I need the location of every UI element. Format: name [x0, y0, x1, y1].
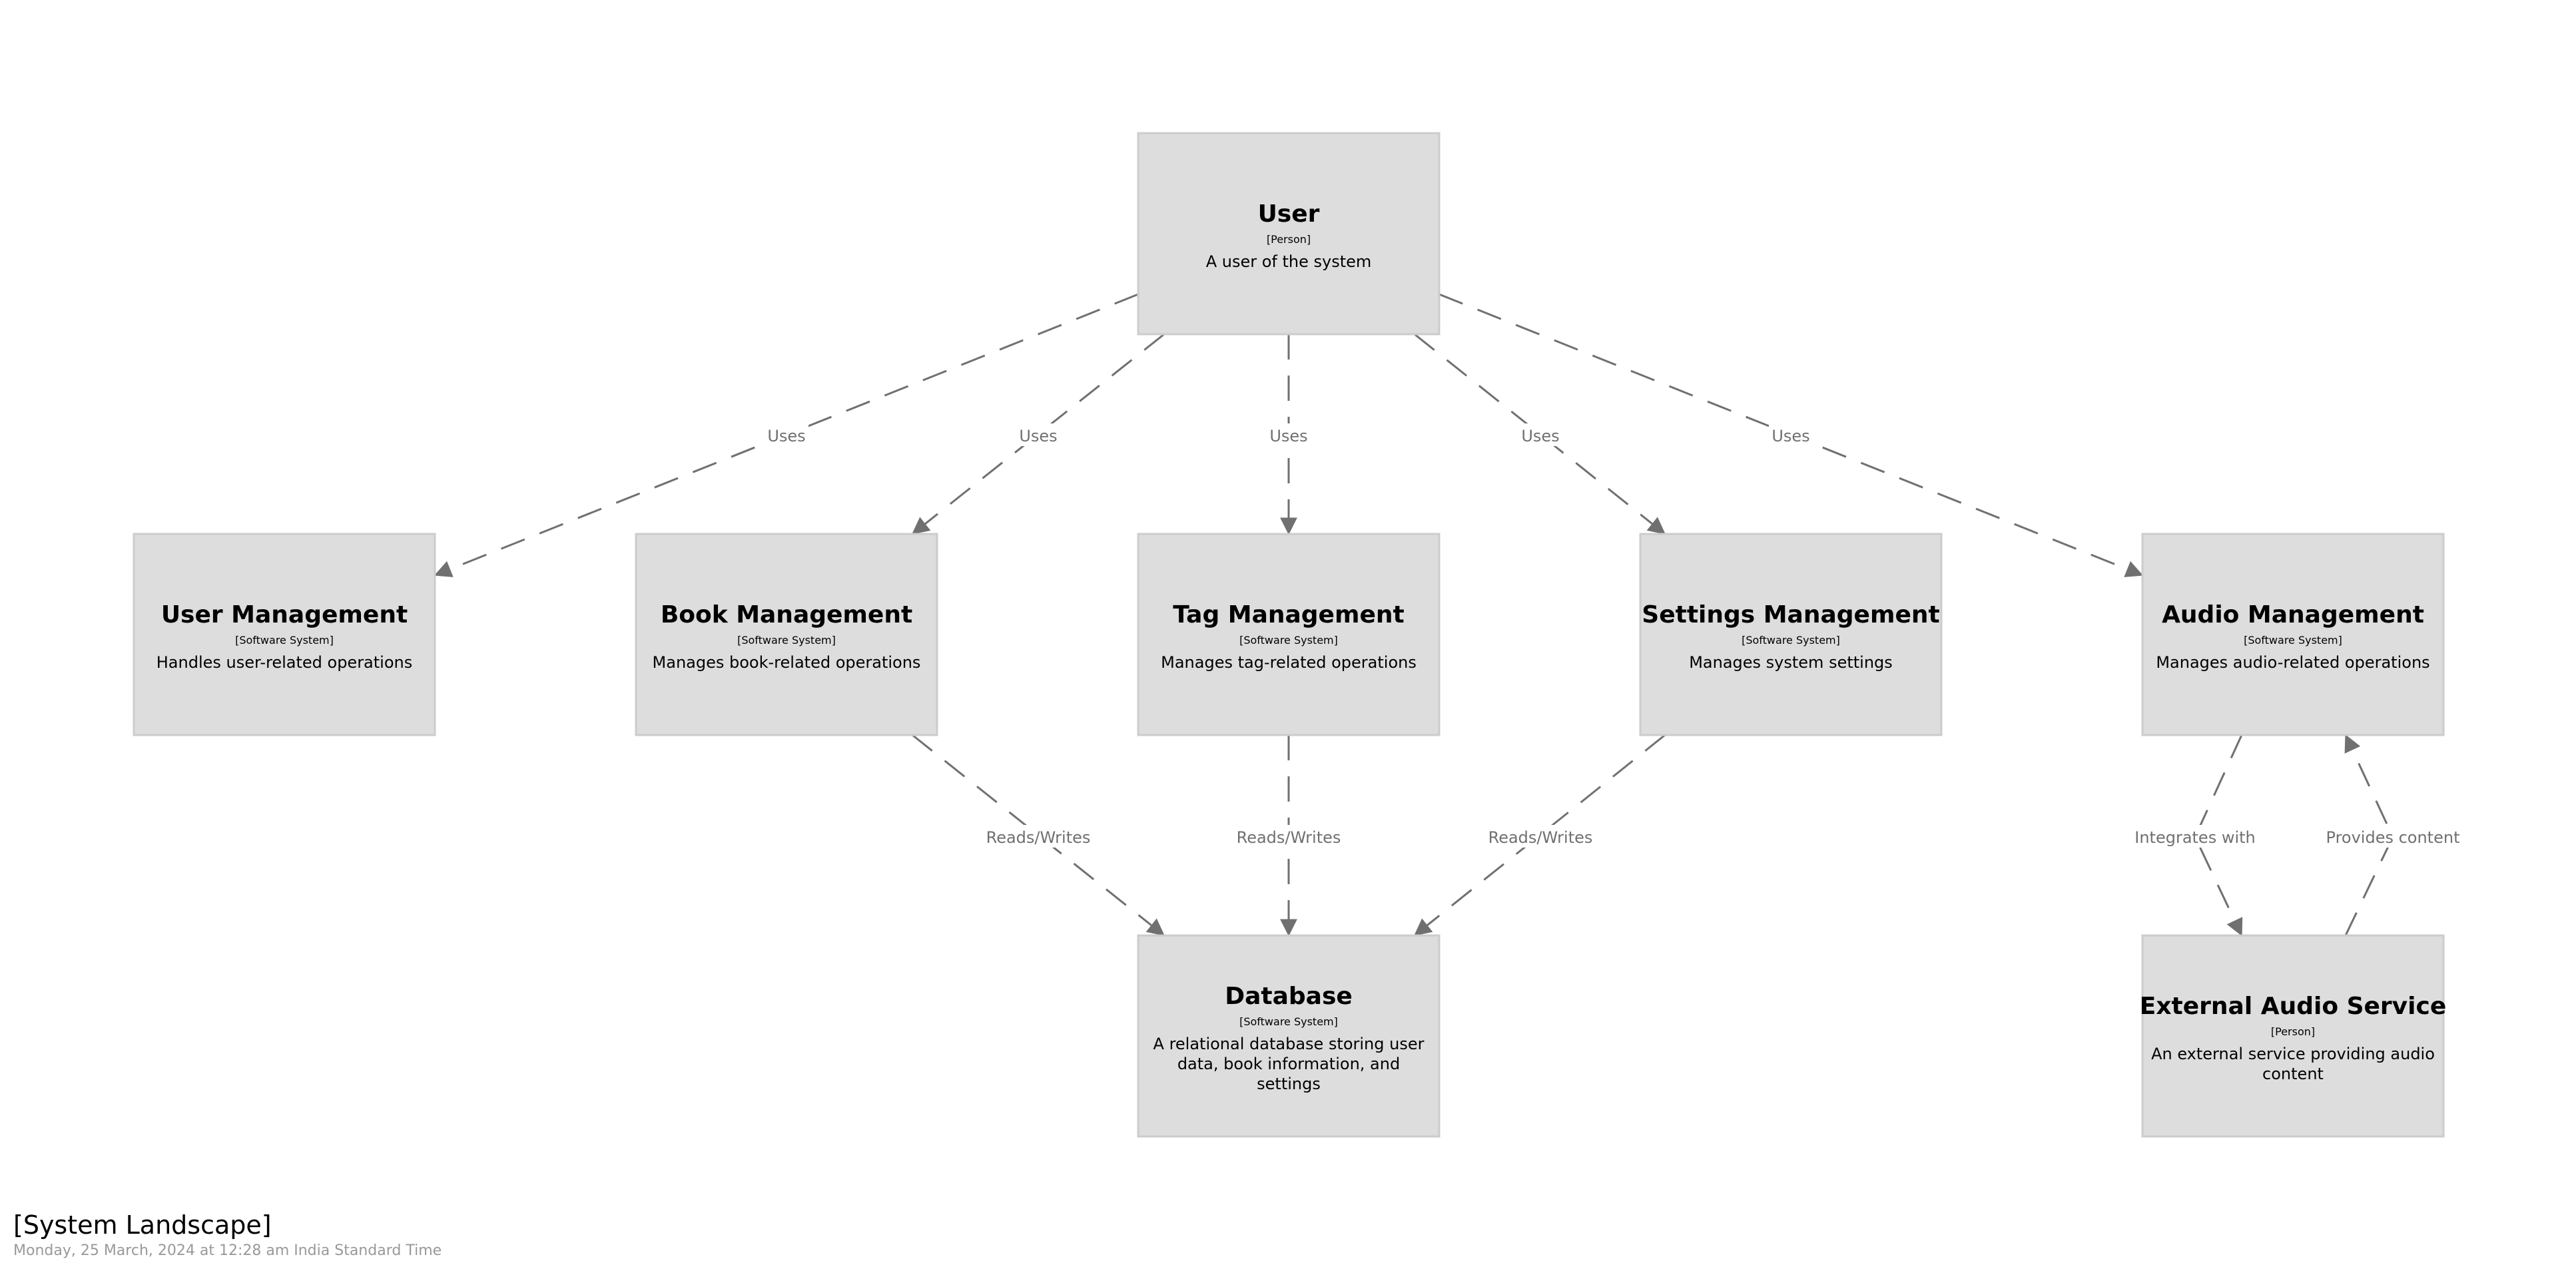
- book-management-reads-writes-database-label: Reads/Writes: [986, 828, 1091, 847]
- book-management-name: Book Management: [661, 601, 912, 629]
- user-description-line: A user of the system: [1206, 252, 1372, 271]
- user-management-box[interactable]: User Management [Software System] Handles …: [133, 533, 436, 736]
- user-type: [Person]: [1267, 233, 1311, 246]
- audio-management-name: Audio Management: [2162, 601, 2424, 629]
- user-uses-book-management-relationship[interactable]: Uses: [911, 333, 1165, 535]
- audio-management-integrates-with-external-label: Integrates with: [2134, 828, 2256, 847]
- tag-management-reads-writes-database-label-background: [1229, 825, 1348, 848]
- database-box-shape: [1137, 934, 1441, 1138]
- tag-management-reads-writes-database-label: Reads/Writes: [1237, 828, 1341, 847]
- audio-management-type: [Software System]: [2244, 634, 2342, 646]
- user-uses-user-management-relationship[interactable]: Uses: [434, 293, 1139, 577]
- settings-management-reads-writes-database-relationship[interactable]: Reads/Writes: [1413, 734, 1666, 937]
- external-audio-service-box-shape: [2141, 934, 2445, 1138]
- external-provides-content-audio-management-relationship[interactable]: Provides content: [2315, 734, 2471, 936]
- tag-management-reads-writes-database-relationship[interactable]: Reads/Writes: [1229, 735, 1348, 937]
- settings-management-name: Settings Management: [1642, 601, 1939, 629]
- book-management-reads-writes-database-line: [912, 734, 1165, 937]
- audio-management-integrates-with-external-label-background: [2122, 825, 2268, 848]
- user-uses-tag-management-relationship[interactable]: Uses: [1267, 334, 1311, 535]
- user-uses-tag-management-label-background: [1267, 423, 1311, 446]
- tag-management-description-line: Manages tag-related operations: [1161, 653, 1417, 672]
- tag-management-box-shape: [1137, 533, 1441, 736]
- database-description-line: A relational database storing user: [1153, 1035, 1425, 1053]
- book-management-reads-writes-database-relationship[interactable]: Reads/Writes: [912, 734, 1165, 937]
- database-type: [Software System]: [1239, 1015, 1338, 1028]
- book-management-box[interactable]: Book Management [Software System] Manages …: [635, 533, 938, 736]
- user-uses-settings-management-label-background: [1518, 423, 1562, 446]
- settings-management-reads-writes-database-label: Reads/Writes: [1488, 828, 1593, 847]
- settings-management-type: [Software System]: [1742, 634, 1840, 646]
- settings-management-box-shape: [1639, 533, 1943, 736]
- user-uses-settings-management-label: Uses: [1521, 427, 1559, 445]
- external-audio-service-box[interactable]: External Audio Service [Person] An externa…: [2140, 934, 2447, 1138]
- external-provides-content-audio-management-label-background: [2315, 825, 2471, 848]
- user-box-shape: [1137, 132, 1441, 336]
- user-box[interactable]: User [Person] A user of the system: [1137, 132, 1441, 336]
- external-provides-content-audio-management-line: [2344, 734, 2394, 936]
- user-uses-book-management-label: Uses: [1019, 427, 1057, 445]
- user-uses-book-management-line: [911, 333, 1165, 535]
- user-uses-user-management-label-background: [765, 423, 808, 446]
- user-uses-audio-management-relationship[interactable]: Uses: [1439, 293, 2144, 577]
- user-uses-audio-management-label: Uses: [1771, 427, 1809, 445]
- audio-management-integrates-with-external-line: [2194, 734, 2243, 937]
- user-uses-tag-management-label: Uses: [1269, 427, 1307, 445]
- book-management-reads-writes-database-label-background: [979, 825, 1098, 848]
- user-management-type: [Software System]: [235, 634, 334, 646]
- settings-management-reads-writes-database-line: [1413, 734, 1666, 937]
- tag-management-box[interactable]: Tag Management [Software System] Manages t…: [1137, 533, 1441, 736]
- external-provides-content-audio-management-label: Provides content: [2326, 828, 2460, 847]
- settings-management-description-line: Manages system settings: [1689, 653, 1893, 672]
- user-management-description-line: Handles user-related operations: [157, 653, 413, 672]
- user-name: User: [1258, 200, 1320, 228]
- audio-management-description-line: Manages audio-related operations: [2156, 653, 2429, 672]
- user-uses-settings-management-relationship[interactable]: Uses: [1414, 333, 1666, 535]
- user-uses-settings-management-line: [1414, 333, 1666, 535]
- user-uses-user-management-label: Uses: [767, 427, 805, 445]
- book-management-description-line: Manages book-related operations: [653, 653, 921, 672]
- audio-management-integrates-with-external-relationship[interactable]: Integrates with: [2122, 734, 2268, 937]
- view-date: Monday, 25 March, 2024 at 12:28 am India…: [13, 1242, 442, 1259]
- tag-management-name: Tag Management: [1173, 601, 1405, 629]
- book-management-type: [Software System]: [737, 634, 836, 646]
- database-name: Database: [1225, 983, 1353, 1010]
- database-description-line: settings: [1257, 1075, 1321, 1093]
- user-uses-book-management-label-background: [1016, 423, 1060, 446]
- user-management-name: User Management: [161, 601, 408, 629]
- book-management-box-shape: [635, 533, 938, 736]
- settings-management-reads-writes-database-label-background: [1481, 825, 1600, 848]
- database-box[interactable]: Database [Software System] A relational da…: [1137, 934, 1441, 1138]
- audio-management-box[interactable]: Audio Management [Software System] Manages…: [2141, 533, 2445, 736]
- user-management-box-shape: [133, 533, 436, 736]
- audio-management-box-shape: [2141, 533, 2445, 736]
- external-audio-service-type: [Person]: [2271, 1025, 2315, 1038]
- settings-management-box[interactable]: Settings Management [Software System] Mana…: [1639, 533, 1943, 736]
- external-audio-service-description-line: An external service providing audio: [2151, 1045, 2435, 1063]
- external-audio-service-name: External Audio Service: [2140, 993, 2447, 1020]
- database-description-line: data, book information, and: [1177, 1055, 1400, 1073]
- user-uses-audio-management-label-background: [1769, 423, 1813, 446]
- tag-management-type: [Software System]: [1239, 634, 1338, 646]
- external-audio-service-description-line: content: [2262, 1065, 2324, 1083]
- view-title: [System Landscape]: [13, 1210, 272, 1240]
